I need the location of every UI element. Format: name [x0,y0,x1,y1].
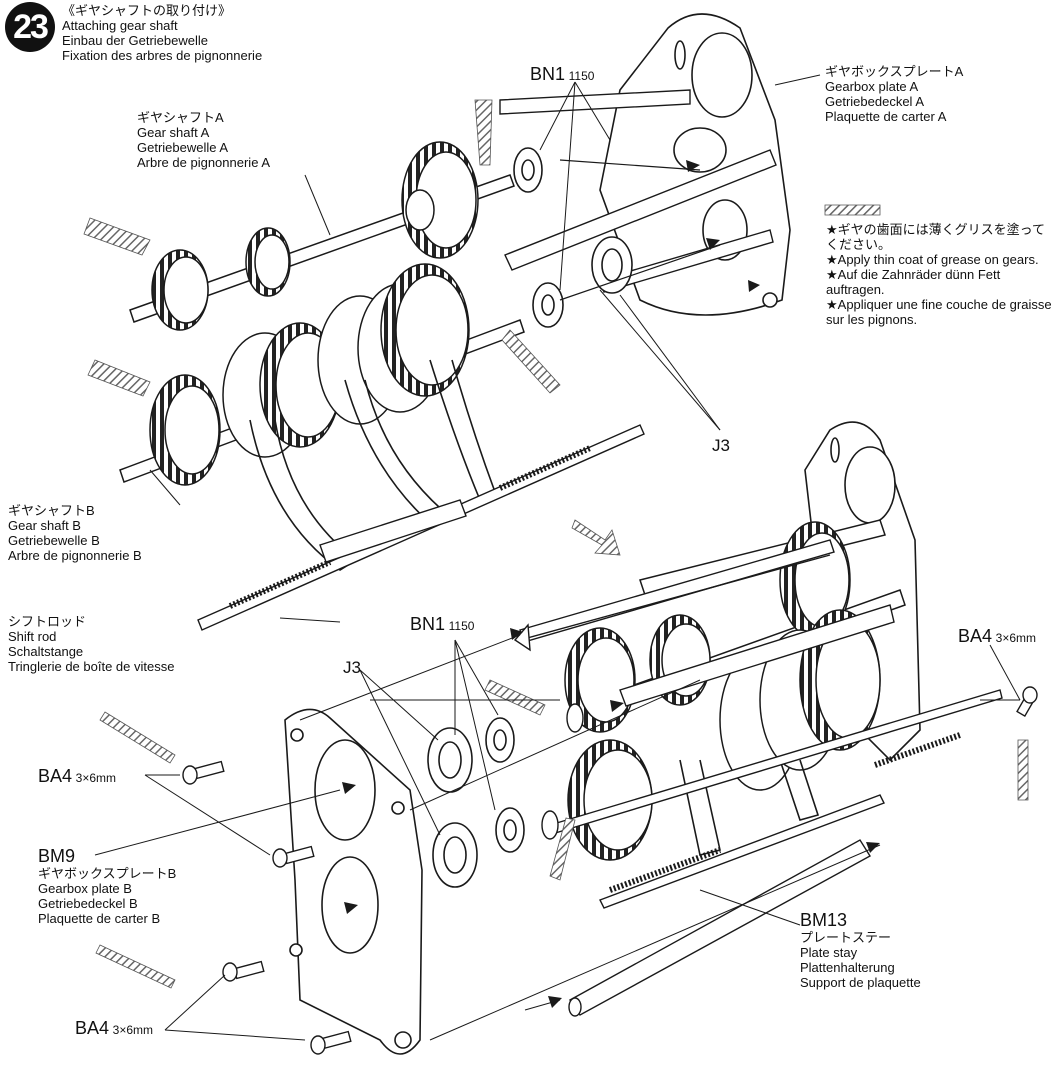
label-gearbox-plate-b: BM9 ギヤボックスプレートB Gearbox plate B Getriebe… [38,846,176,926]
label-shift-rod: シフトロッド Shift rod Schaltstange Tringlerie… [8,614,174,674]
grease-markers-top [83,99,881,397]
ba4-left-code: BA4 [38,766,73,786]
gearbox-plate-a-fr: Plaquette de carter A [825,109,947,124]
grease-note-fr: ★Appliquer une fine couche de graisse su… [826,297,1052,327]
grease-tubes [95,679,1029,989]
step-title-de: Einbau der Getriebewelle [62,33,208,48]
screws [182,686,1038,1055]
ba4-bottom-size: 3×6mm [112,1023,154,1037]
plate-stay-jp: プレートステー [800,930,892,945]
step-title: 《ギヤシャフトの取り付け》 Attaching gear shaft Einba… [62,3,262,63]
gearbox-plate-a-en: Gearbox plate A [825,79,919,94]
bn1-mid-num: 1150 [448,619,475,633]
gearbox-plate-b-en: Gearbox plate B [38,881,132,896]
ba4-right-size: 3×6mm [995,631,1037,645]
shift-rod-de: Schaltstange [8,644,84,659]
gear-shaft-a-jp: ギヤシャフトA [137,110,224,125]
gearbox-plate-b-de: Getriebedeckel B [38,896,138,911]
shift-rod-jp: シフトロッド [8,614,87,629]
label-gear-shaft-a: ギヤシャフトA Gear shaft A Getriebewelle A Arb… [137,110,270,170]
gearbox-plate-a-de: Getriebedeckel A [825,94,925,109]
bn1-top-num: 1150 [568,69,595,83]
grease-note: ★ギヤの歯面には薄くグリスを塗ってください。 ★Apply thin coat … [826,222,1054,327]
plate-stay-en: Plate stay [800,945,858,960]
gearbox-plate-a-assembled [804,421,921,762]
gear-shaft-a-fr: Arbre de pignonnerie A [137,155,270,170]
gear-shaft-a [129,141,515,331]
gearbox-plate-b-code: BM9 [38,846,76,866]
shift-rod-en: Shift rod [8,629,57,644]
bn1-top-code: BN1 [530,64,566,84]
shift-rod-fr: Tringlerie de boîte de vitesse [8,659,175,674]
gear-shaft-b-fr: Arbre de pignonnerie B [8,548,142,563]
bn1-mid-code: BN1 [410,614,446,634]
shift-forks-assembled [679,759,820,856]
part-j3-mid: J3 [343,658,361,677]
arrowheads-top [686,160,760,292]
shafts-assembled [519,539,1003,909]
label-plate-stay: BM13 プレートステー Plate stay Plattenhalterung… [800,910,921,990]
part-ba4-left: BA4 3×6mm [38,766,116,786]
step-title-jp: 《ギヤシャフトの取り付け》 [62,3,232,18]
step-number-badge: 23 [5,2,55,52]
bearings-bottom [427,717,525,888]
gear-shaft-a-de: Getriebewelle A [137,140,229,155]
gearbox-plate-b [284,708,423,1055]
plate-stay-fr: Support de plaquette [800,975,921,990]
transition-arrow [571,519,621,556]
part-bn1-top: BN1 1150 [530,64,594,84]
shift-rod-top [197,424,645,631]
gearbox-plate-a-jp: ギヤボックスプレートA [825,64,964,79]
ba4-right-code: BA4 [958,626,993,646]
plate-stay-de: Plattenhalterung [800,960,895,975]
gearbox-plate-b-jp: ギヤボックスプレートB [38,866,177,881]
label-gear-shaft-b: ギヤシャフトB Gear shaft B Getriebewelle B Arb… [8,503,142,563]
step-title-en: Attaching gear shaft [62,18,178,33]
grease-note-jp: ★ギヤの歯面には薄くグリスを塗ってください。 [826,222,1046,252]
gear-shaft-b-de: Getriebewelle B [8,533,100,548]
part-bn1-mid: BN1 1150 [410,614,474,634]
grease-note-de: ★Auf die Zahnräder dünn Fett auftragen. [826,267,1001,297]
leader-lines-bottom [94,634,1021,1041]
ba4-left-size: 3×6mm [75,771,117,785]
label-gearbox-plate-a: ギヤボックスプレートA Gearbox plate A Getriebedeck… [825,64,963,124]
gear-shaft-b [119,263,525,486]
ba4-bottom-code: BA4 [75,1018,110,1038]
gear-shaft-a-en: Gear shaft A [137,125,210,140]
gear-shaft-b-en: Gear shaft B [8,518,81,533]
part-ba4-right: BA4 3×6mm [958,626,1036,646]
gearbox-plate-b-fr: Plaquette de carter B [38,911,161,926]
part-ba4-bottom: BA4 3×6mm [75,1018,153,1038]
grease-note-en: ★Apply thin coat of grease on gears. [826,252,1039,267]
leader-lines-top [149,74,821,623]
arrowheads-bottom [342,628,880,1008]
plate-stay-code: BM13 [800,910,848,930]
gear-shaft-b-jp: ギヤシャフトB [8,503,95,518]
part-j3-top: J3 [712,436,730,455]
step-title-fr: Fixation des arbres de pignonnerie [62,48,263,63]
